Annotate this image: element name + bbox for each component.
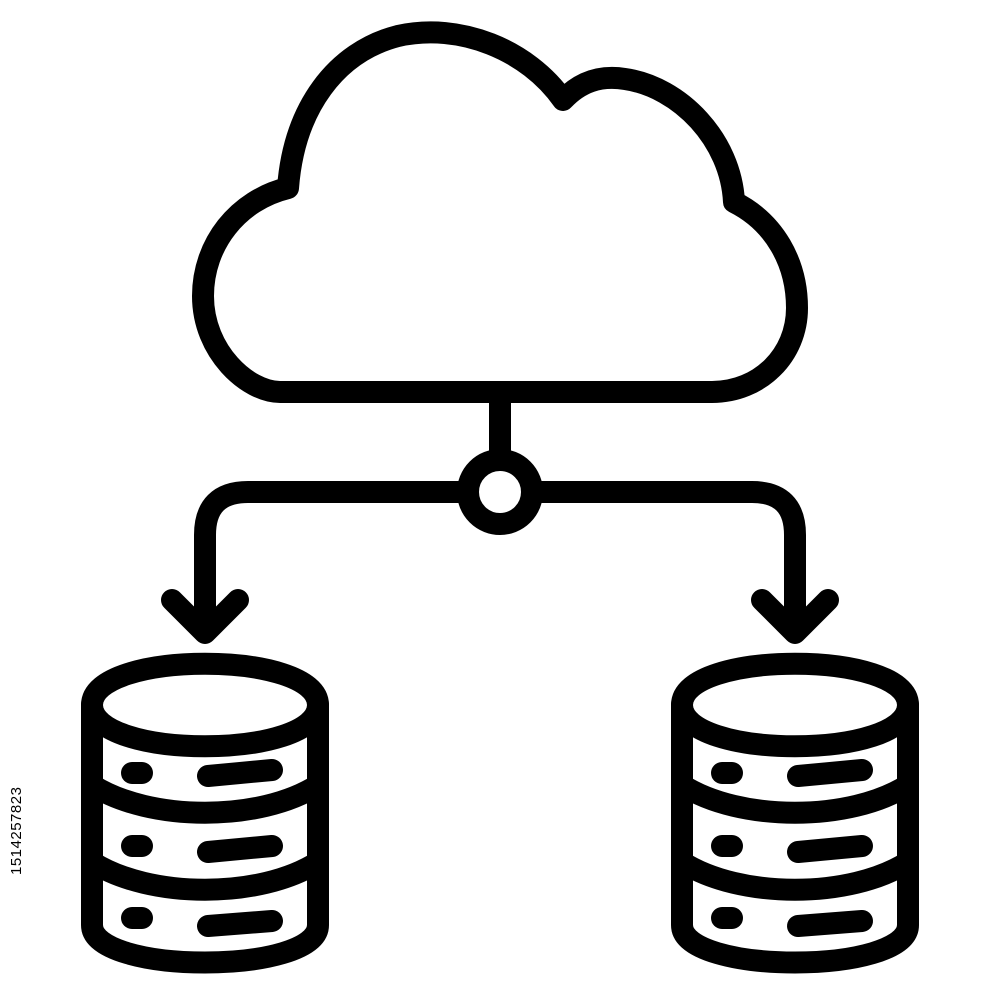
indicator-bar xyxy=(787,835,873,863)
left-arrow-icon xyxy=(161,589,249,644)
database-top xyxy=(671,652,919,758)
database-body xyxy=(81,694,329,974)
database-divider xyxy=(81,774,329,824)
indicator-bar xyxy=(787,910,873,937)
indicator-bar xyxy=(197,759,283,787)
indicator-bar xyxy=(787,759,873,787)
database-divider xyxy=(81,851,329,901)
database-divider xyxy=(671,774,919,824)
database-divider xyxy=(671,851,919,901)
right-arrow-icon xyxy=(751,589,839,644)
cloud-icon xyxy=(192,21,808,403)
database-top xyxy=(81,652,329,758)
indicator-bar xyxy=(197,835,283,863)
left-branch-line xyxy=(194,481,479,641)
right-branch-line xyxy=(521,481,806,641)
indicator-bar xyxy=(197,910,283,937)
database-body xyxy=(671,694,919,974)
watermark-id: 1514257823 xyxy=(8,786,25,875)
right-database-icon xyxy=(671,652,919,974)
left-database-icon xyxy=(81,652,329,974)
cloud-outline xyxy=(192,21,808,403)
